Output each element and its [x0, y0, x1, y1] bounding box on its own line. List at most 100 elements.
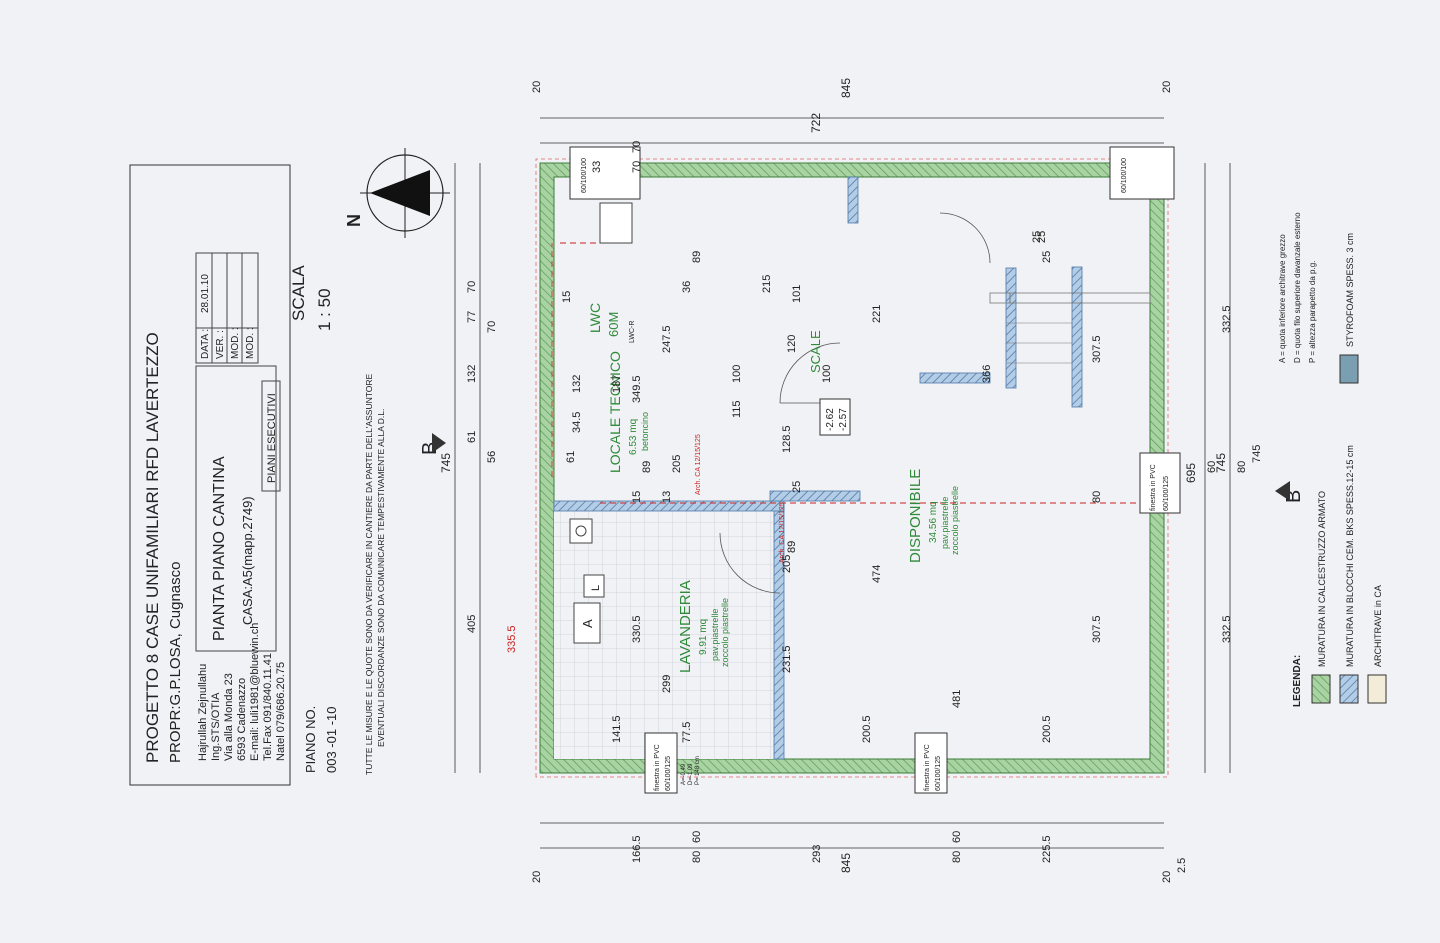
section-arrow-icon: [1275, 481, 1290, 501]
dim: 215: [761, 275, 773, 293]
legend-label: STYROFOAM SPESS. 3 cm: [1345, 233, 1355, 347]
title-block: PROGETTO 8 CASE UNIFAMILIARI RFD LAVERTE…: [129, 164, 386, 786]
dim: 200.5: [1041, 715, 1053, 743]
dim: 132: [571, 375, 583, 393]
note: A = quota inferiore architrave grezzo: [1278, 234, 1287, 363]
dim-inner-width: 722: [809, 113, 823, 133]
sink: [569, 518, 593, 544]
room-tag: LWC-R: [629, 321, 636, 343]
building-plan: A L finestra in PVC 60/100/125 finestra …: [419, 146, 1305, 794]
owner: PROPR:G.P.LOSA, Cugnasco: [167, 562, 184, 763]
dim: 481: [951, 690, 963, 708]
legend-swatch-lintel: [1367, 674, 1387, 704]
dim: 60: [1206, 461, 1218, 473]
dim: 332.5: [1221, 615, 1233, 643]
dim: 80: [1236, 461, 1248, 473]
project-title: PROGETTO 8 CASE UNIFAMILIARI RFD LAVERTE…: [143, 332, 162, 763]
svg-text:60/100/125: 60/100/125: [1163, 476, 1170, 511]
legend-label: MURATURA IN CALCESTRUZZO ARMATO: [1317, 491, 1327, 667]
window-spec-text: P= 148 cm: [695, 756, 701, 785]
stair-wall: [1005, 267, 1017, 389]
dim: 247.5: [661, 325, 673, 353]
legend-swatch-styrofoam: [1339, 354, 1359, 384]
room-scale: SCALE: [808, 330, 823, 373]
fixture-a-label: A: [580, 619, 595, 628]
dim: 13: [661, 491, 673, 503]
dim: 307.5: [1091, 615, 1103, 643]
window-left-2: finestra in PVC 60/100/125: [914, 732, 948, 794]
room-name: DISPONIBILE: [907, 469, 924, 563]
dim: 141.5: [611, 715, 623, 743]
plan-no-value: 003 -01 -10: [324, 707, 339, 774]
dim: 100: [731, 365, 743, 383]
room-floor: pav.piastrelle: [710, 609, 720, 661]
dim: 34.5: [571, 412, 583, 433]
note: D = quota filo superiore davanzale ester…: [1293, 212, 1302, 363]
dim: 15: [631, 491, 643, 503]
window-right: finestra in PVC 60/100/125: [1139, 452, 1181, 514]
lintel-note: Arch. CA 12/15/125: [695, 434, 702, 495]
service-duct: [989, 292, 1151, 304]
outer-boundary: [535, 158, 1169, 778]
room-lavanderia: LAVANDERIA 9.91 mq pav.piastrelle zoccol…: [677, 580, 730, 673]
lavanderia-tile-floor: [554, 505, 780, 759]
dim: 128.5: [781, 425, 793, 453]
north-arrow-icon: [370, 170, 430, 216]
window-left-1: finestra in PVC 60/100/125: [644, 732, 678, 794]
svg-text:60/100/100: 60/100/100: [1121, 158, 1128, 193]
room-area: 6.53 mq: [628, 419, 639, 455]
dim-total-width: 845: [839, 78, 853, 98]
dim: 307.5: [1091, 335, 1103, 363]
dim: 80: [951, 851, 963, 863]
lintel-note: Arch. CA 12/15/125: [779, 502, 786, 563]
house-code: CASA:A5(mapp.2749): [240, 496, 255, 625]
dim: 25: [1036, 231, 1048, 243]
room-name: LWC: [587, 303, 603, 333]
dim: 187: [611, 375, 623, 393]
abbreviation-notes: A = quota inferiore architrave grezzo D …: [1278, 212, 1317, 363]
dryer: [583, 574, 605, 598]
status-label: PIANI ESECUTIVI: [266, 393, 278, 483]
window-spec-text: D=-1.09: [688, 763, 694, 785]
dim: 60: [691, 831, 703, 843]
dim: 70: [486, 321, 498, 333]
data-value: 28.01.10: [200, 274, 211, 313]
room-lwc: LWC 60M LWC-R: [587, 303, 636, 343]
room-sub: 60M: [606, 312, 621, 337]
dim: 2.5: [1176, 858, 1188, 873]
dim: 33: [591, 161, 603, 173]
stair-wall: [1071, 266, 1083, 408]
drawing-title: PIANTA PIANO CANTINA: [211, 456, 228, 641]
dim: 335.5: [506, 625, 518, 653]
dim: 80: [691, 851, 703, 863]
dim: 25: [1031, 231, 1043, 243]
staircase: [1006, 322, 1072, 364]
room-name: LOCALE TECNICO: [607, 351, 623, 473]
verify-note: TUTTE LE MISURE E LE QUOTE SONO DA VERIF…: [364, 373, 374, 775]
dim: 61: [565, 451, 577, 463]
dim-total-height: 745: [1214, 453, 1228, 473]
dim: 293: [811, 845, 823, 863]
window-spec: A=-0.49 D=-1.09 P= 148 cm: [681, 756, 701, 785]
dim: 225.5: [1041, 835, 1053, 863]
dim: 20: [531, 81, 543, 93]
room-area: 34.56 mq: [928, 501, 939, 543]
dim: 77.5: [681, 722, 693, 743]
dim: 20: [1161, 81, 1173, 93]
lwc-unit: [599, 202, 633, 244]
legend: LEGENDA: MURATURA IN CALCESTRUZZO ARMATO…: [1292, 233, 1387, 707]
dim: 299: [661, 675, 673, 693]
level-value: -2.62: [825, 408, 836, 431]
dim: 89: [691, 251, 703, 263]
dim-total-width: 845: [839, 853, 853, 873]
door-swing: [939, 212, 991, 264]
legend-swatch-concrete: [1311, 674, 1331, 704]
designer-line: 6593 Cadenazzo: [236, 678, 248, 761]
dim: 15: [561, 291, 573, 303]
room-disponibile: DISPONIBILE 34.56 mq pav.piastrelle zocc…: [907, 469, 960, 563]
designer-info: Hajrullah Zejnullahu Ing.STS/OTIA Via al…: [197, 623, 287, 761]
designer-line: Hajrullah Zejnullahu: [197, 664, 209, 761]
dim: 474: [871, 565, 883, 583]
dim: 221: [871, 305, 883, 323]
dim: 120: [786, 335, 798, 353]
